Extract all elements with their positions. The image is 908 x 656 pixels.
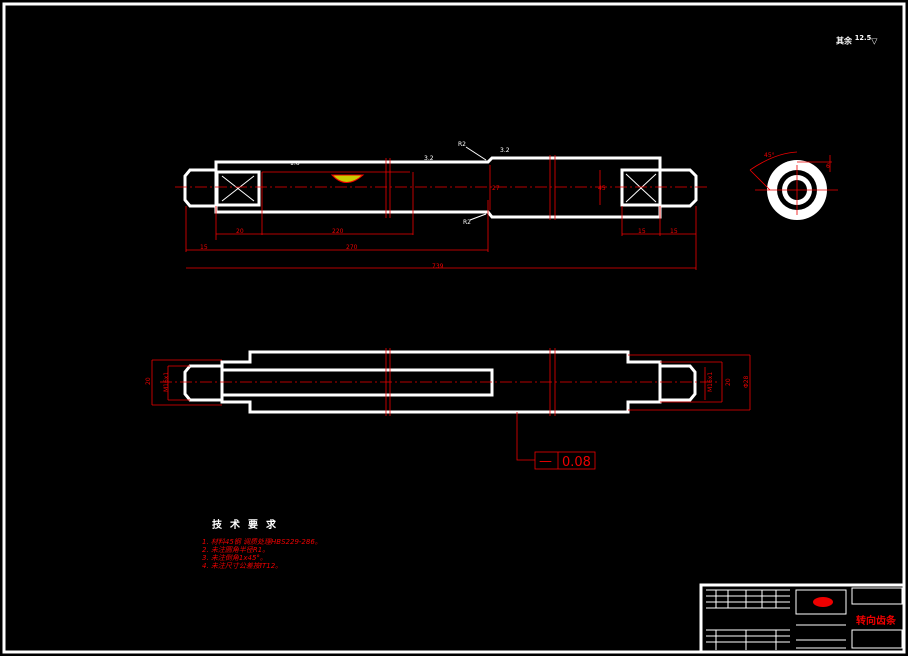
dim-right-thread: M16x1 bbox=[707, 372, 714, 392]
roughness-mark: 3.2 bbox=[424, 155, 434, 162]
roughness-mark: 3.2 bbox=[500, 147, 510, 154]
requirement-item: 1. 材料45钢 调质处理HBS229-286。 bbox=[202, 538, 322, 546]
roughness-label: 其余 bbox=[836, 36, 852, 46]
dim-right-dia: 20 bbox=[725, 378, 732, 386]
requirement-item: 4. 未注尺寸公差按IT12。 bbox=[202, 562, 283, 570]
dim-left-dia: 20 bbox=[145, 377, 152, 385]
gear-tooth-section bbox=[330, 174, 365, 183]
part-name: 转向齿条 bbox=[856, 616, 896, 627]
dim-15: 15 bbox=[200, 244, 208, 251]
front-view: 15 20 220 270 739 15 15 45 27 1.6 3.2 3.… bbox=[175, 141, 710, 270]
rack-slot bbox=[220, 368, 494, 397]
dim-20: 20 bbox=[236, 228, 244, 235]
dim-15a: 15 bbox=[638, 228, 646, 235]
tolerance-frame bbox=[534, 451, 596, 470]
dim-45: 45 bbox=[598, 185, 606, 192]
tolerance-value: 0.08 bbox=[562, 455, 591, 470]
bottom-view: 20 M16x1 M16x1 20 Φ28 — 0.08 bbox=[145, 348, 751, 470]
chamfer-label: R2 bbox=[458, 141, 466, 148]
dim-270: 270 bbox=[346, 244, 358, 251]
square-section-right bbox=[620, 168, 662, 207]
title-block bbox=[699, 583, 906, 654]
dim-left-thread: M16x1 bbox=[163, 372, 170, 392]
tech-requirements: 1. 材料45钢 调质处理HBS229-286。 2. 未注圆角半径R1。 3.… bbox=[202, 538, 322, 570]
logo bbox=[813, 597, 833, 607]
tech-requirements-title: 技术要求 bbox=[212, 520, 284, 531]
small-dim: 6 bbox=[826, 163, 830, 170]
straightness-symbol: — bbox=[539, 454, 552, 469]
dim-outer-dia: Φ28 bbox=[743, 375, 750, 388]
requirement-item: 3. 未注倒角1x45°。 bbox=[202, 554, 267, 562]
dim-15b: 15 bbox=[670, 228, 678, 235]
requirement-item: 2. 未注圆角半径R1。 bbox=[202, 546, 270, 554]
dim-739: 739 bbox=[432, 263, 444, 270]
square-section-left bbox=[215, 170, 261, 207]
dim-27: 27 bbox=[492, 185, 500, 192]
roughness-note: 其余 12.5▽ bbox=[836, 34, 878, 46]
chamfer-label: R2 bbox=[463, 219, 471, 226]
side-view: 45° 6 bbox=[749, 151, 838, 220]
roughness-value: 12.5 bbox=[854, 34, 872, 42]
roughness-mark: 1.6 bbox=[290, 160, 300, 167]
angle-dim: 45° bbox=[764, 152, 775, 159]
dim-220: 220 bbox=[332, 228, 344, 235]
